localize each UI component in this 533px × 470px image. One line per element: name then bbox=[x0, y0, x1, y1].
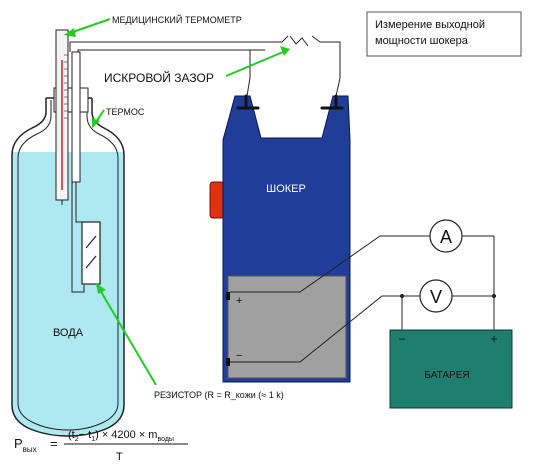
spark-gap-wire-2 bbox=[77, 49, 265, 52]
shocker-battery-bay bbox=[227, 275, 347, 379]
junction-dot-right bbox=[492, 294, 496, 298]
title-line-1: Измерение выходной bbox=[375, 19, 485, 31]
resistor-wire-left bbox=[75, 182, 82, 223]
thermometer-pointer-head bbox=[64, 28, 76, 37]
bay-terminal-minus bbox=[226, 358, 230, 366]
label-pointers bbox=[64, 18, 290, 386]
wire-tube bbox=[71, 51, 81, 183]
spark-gap-wire-1 bbox=[69, 41, 270, 52]
thermos-pointer-head bbox=[92, 118, 100, 128]
battery-label: БАТАРЕЯ bbox=[424, 370, 469, 381]
ammeter: A bbox=[429, 219, 463, 253]
title-line-2: мощности шокера bbox=[375, 35, 469, 47]
voltmeter: V bbox=[419, 279, 453, 313]
battery-plus-sign: + bbox=[490, 332, 497, 346]
resistor-label: РЕЗИСТОР (R = R_кожи (≈ 1 k) bbox=[154, 390, 284, 400]
resistor-pointer-line bbox=[99, 289, 157, 386]
bay-plus-sign: + bbox=[236, 295, 242, 307]
junction-dot-left bbox=[400, 294, 404, 298]
resistor bbox=[81, 221, 101, 285]
formula-numerator: (t2− t1) × 4200 × mводы bbox=[68, 429, 174, 443]
battery-minus-sign: − bbox=[398, 332, 405, 346]
shocker-label: ШОКЕР bbox=[266, 183, 306, 195]
shocker bbox=[209, 94, 351, 383]
shocker-switch bbox=[209, 181, 225, 219]
formula-equals: = bbox=[50, 436, 58, 451]
thermometer-pointer-line bbox=[69, 18, 111, 34]
power-formula: Pвых = (t2− t1) × 4200 × mводы T bbox=[14, 429, 188, 463]
resistor-wire-return bbox=[71, 182, 85, 293]
battery-body bbox=[389, 329, 513, 409]
resistor-pointer-head bbox=[96, 283, 106, 294]
battery: − + БАТАРЕЯ bbox=[389, 329, 513, 409]
thermos-inner-outline bbox=[17, 100, 119, 431]
spark-gap-label: ИСКРОВОЙ ЗАЗОР bbox=[104, 70, 214, 85]
bay-minus-sign: − bbox=[236, 350, 242, 362]
thermos-label: ТЕРМОС bbox=[106, 107, 145, 117]
measurement-wires bbox=[230, 235, 495, 363]
formula-denominator: T bbox=[116, 451, 123, 463]
spark-gap-pointer-head bbox=[280, 46, 290, 56]
spark-gap-pointer-line bbox=[225, 51, 284, 77]
thermos-outline bbox=[11, 98, 125, 437]
medical-thermometer bbox=[55, 29, 69, 205]
electrode-wire-left bbox=[246, 49, 265, 97]
voltmeter-symbol: V bbox=[430, 287, 442, 307]
water-label: ВОДА bbox=[53, 327, 84, 339]
title-box: Измерение выходной мощности шокера bbox=[366, 11, 522, 57]
thermometer-label: МЕДИЦИНСКИЙ ТЕРМОМЕТР bbox=[112, 14, 242, 25]
formula-lhs: Pвых bbox=[14, 436, 37, 454]
bay-terminal-plus bbox=[226, 292, 230, 300]
ammeter-symbol: A bbox=[440, 227, 452, 247]
electrode-wire-right bbox=[334, 41, 341, 97]
spark-gap bbox=[270, 35, 334, 47]
thermos-pointer-line bbox=[95, 109, 105, 123]
shocker-electrodes bbox=[236, 94, 344, 110]
